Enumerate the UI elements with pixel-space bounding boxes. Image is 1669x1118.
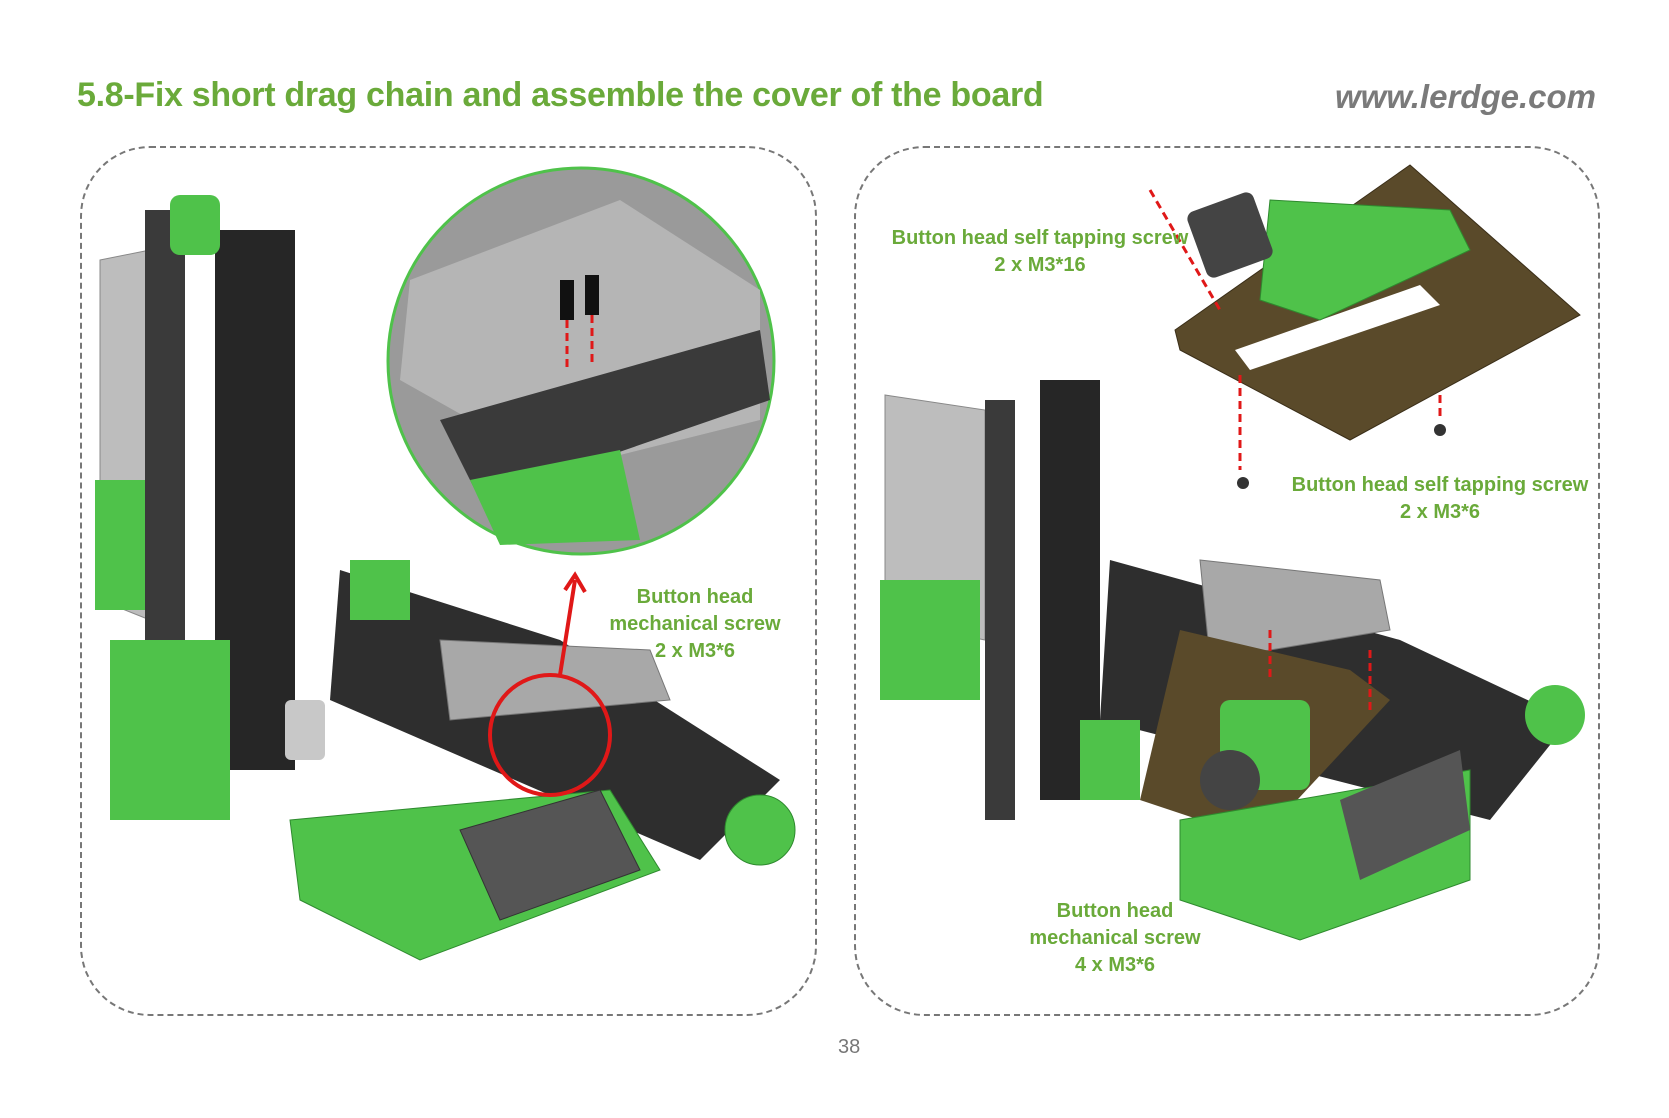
callout-line: 2 x M3*6: [654, 640, 736, 662]
right-printer-illustration: [880, 164, 1585, 941]
left-printer-illustration: [95, 195, 796, 961]
page-title: 5.8-Fix short drag chain and assemble th…: [77, 76, 1044, 114]
page-number: 38: [838, 1036, 861, 1058]
right-bottom-screw-callout: Button head mechanical screw 4 x M3*6: [1015, 898, 1215, 979]
callout-line: 2 x M3*6: [1399, 501, 1481, 523]
left-illustration-panel: [80, 146, 817, 1016]
detail-inset: [386, 166, 776, 556]
callout-line: Button head self tapping screw: [891, 227, 1189, 249]
website-link: www.lerdge.com: [1334, 78, 1596, 115]
right-illustration-panel: [854, 146, 1600, 1016]
callout-line: Button head: [1056, 900, 1174, 922]
callout-line: mechanical screw: [1029, 927, 1201, 949]
left-screw-callout: Button head mechanical screw 2 x M3*6: [600, 584, 790, 665]
right-top-screw-callout: Button head self tapping screw 2 x M3*16: [880, 225, 1200, 279]
callout-line: 2 x M3*16: [994, 254, 1086, 276]
callout-line: 4 x M3*6: [1074, 954, 1156, 976]
callout-line: Button head: [636, 586, 754, 608]
callout-line: mechanical screw: [609, 613, 781, 635]
callout-line: Button head self tapping screw: [1291, 474, 1589, 496]
right-mid-screw-callout: Button head self tapping screw 2 x M3*6: [1275, 472, 1605, 526]
